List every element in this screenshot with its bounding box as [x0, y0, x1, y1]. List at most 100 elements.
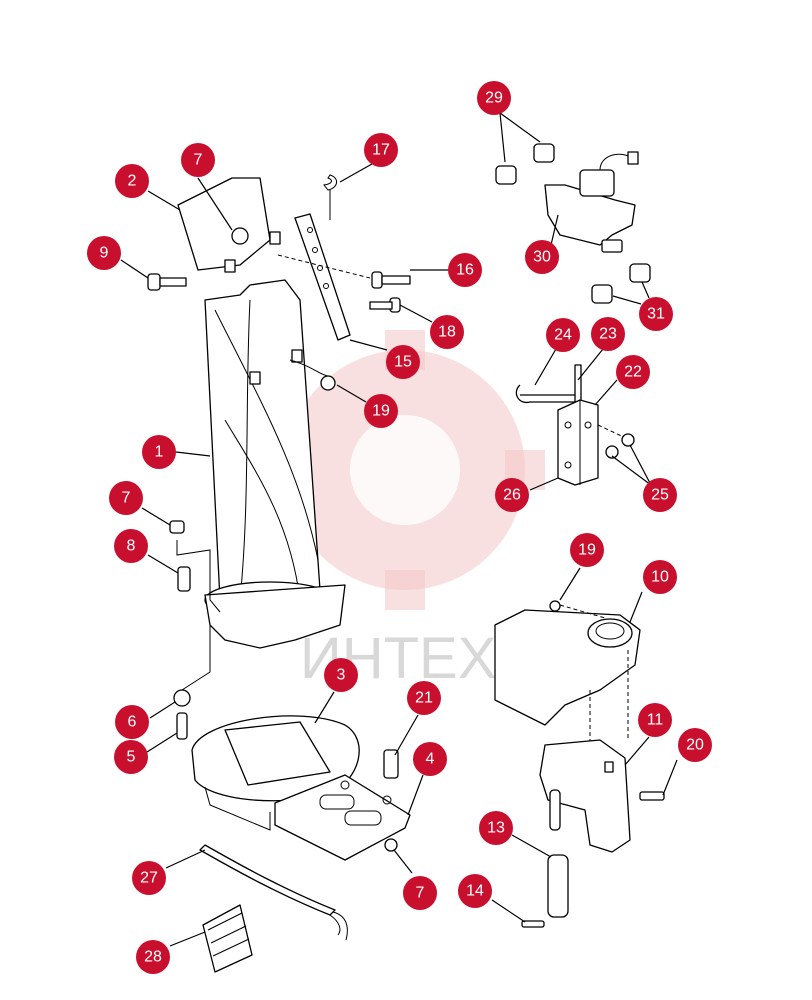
- svg-text:25: 25: [651, 487, 669, 504]
- part-connector-28: [202, 904, 253, 973]
- svg-text:31: 31: [647, 306, 665, 323]
- callout-6: 6: [115, 705, 149, 739]
- svg-text:1: 1: [155, 444, 164, 461]
- svg-text:10: 10: [651, 569, 669, 586]
- part-pin-14: [521, 920, 545, 928]
- watermark-gear-icon: [265, 330, 545, 610]
- part-chute-body: [204, 279, 346, 649]
- callout-20: 20: [678, 728, 712, 762]
- callout-14: 14: [458, 874, 492, 908]
- part-bushings-31: [591, 263, 651, 304]
- callout-7-left: 7: [109, 481, 143, 515]
- callout-19-top: 19: [364, 394, 398, 428]
- part-leader-8: [176, 540, 221, 613]
- callout-22: 22: [616, 355, 650, 389]
- callout-9: 9: [87, 236, 121, 270]
- part-clip-17: [323, 174, 337, 220]
- leader-lines: [120, 112, 678, 947]
- callout-24: 24: [546, 318, 580, 352]
- part-bolt-18: [369, 297, 401, 313]
- svg-text:30: 30: [533, 249, 551, 266]
- svg-text:9: 9: [100, 245, 109, 262]
- callout-4: 4: [413, 742, 447, 776]
- part-nut-19-top: [289, 359, 336, 391]
- svg-text:27: 27: [140, 870, 158, 887]
- svg-text:18: 18: [438, 324, 456, 341]
- callout-3: 3: [324, 658, 358, 692]
- svg-text:24: 24: [554, 327, 572, 344]
- part-pin-16: [277, 254, 411, 289]
- callout-8: 8: [114, 529, 148, 563]
- callout-11: 11: [638, 703, 672, 737]
- svg-text:8: 8: [127, 538, 136, 555]
- svg-text:7: 7: [194, 152, 203, 169]
- part-bushings-29: [495, 143, 555, 185]
- part-deflector: [177, 177, 281, 273]
- svg-text:15: 15: [394, 354, 412, 371]
- part-bolt-5: [176, 712, 188, 740]
- part-bolt-21: [383, 749, 399, 779]
- callouts: 29 7 17 2 9 16 30 31 18 24 23 22 15 19 1…: [87, 81, 712, 974]
- callout-30: 30: [525, 240, 559, 274]
- part-motor-11: [539, 739, 665, 853]
- part-housing-10: [494, 604, 641, 745]
- part-shaft-13: [547, 854, 569, 918]
- svg-text:3: 3: [337, 667, 346, 684]
- svg-text:4: 4: [426, 751, 435, 768]
- svg-text:19: 19: [372, 403, 390, 420]
- callout-15: 15: [386, 345, 420, 379]
- part-bolt-9: [147, 273, 187, 291]
- callout-13: 13: [479, 811, 513, 845]
- callout-5: 5: [114, 740, 148, 774]
- callout-16: 16: [448, 253, 482, 287]
- part-nut-7-bottom: [384, 838, 398, 852]
- svg-text:13: 13: [487, 820, 505, 837]
- callout-26: 26: [495, 478, 529, 512]
- part-block-assembly: [515, 364, 635, 486]
- svg-text:6: 6: [128, 714, 137, 731]
- svg-text:14: 14: [466, 883, 484, 900]
- part-fitting-8: [177, 566, 191, 592]
- svg-text:7: 7: [416, 885, 425, 902]
- svg-text:21: 21: [415, 690, 433, 707]
- callout-23: 23: [591, 317, 625, 351]
- svg-text:26: 26: [503, 487, 521, 504]
- callout-21: 21: [407, 681, 441, 715]
- callout-2: 2: [115, 164, 149, 198]
- part-nut-6: [173, 689, 191, 707]
- callout-28: 28: [136, 940, 170, 974]
- svg-text:17: 17: [372, 142, 390, 159]
- callout-29: 29: [477, 81, 511, 115]
- svg-text:16: 16: [456, 262, 474, 279]
- svg-text:5: 5: [127, 749, 136, 766]
- part-nut-7-left: [169, 520, 185, 534]
- callout-31: 31: [639, 297, 673, 331]
- callout-7-top: 7: [181, 143, 215, 177]
- svg-text:29: 29: [485, 90, 503, 107]
- watermark: ИНТЕХ: [265, 330, 545, 691]
- callout-25: 25: [643, 478, 677, 512]
- svg-text:2: 2: [128, 173, 137, 190]
- svg-text:23: 23: [599, 326, 617, 343]
- svg-text:11: 11: [647, 712, 664, 729]
- callout-18: 18: [430, 315, 464, 349]
- part-wire-harness-27: [199, 844, 348, 941]
- part-hopper-3: [191, 715, 360, 831]
- callout-10: 10: [643, 560, 677, 594]
- callout-1: 1: [142, 435, 176, 469]
- part-actuator-30: [544, 151, 639, 253]
- svg-text:28: 28: [144, 949, 162, 966]
- part-leader-6: [181, 625, 211, 691]
- callout-7-bottom: 7: [403, 876, 437, 910]
- part-nut-19-right: [549, 600, 561, 612]
- svg-text:20: 20: [686, 737, 704, 754]
- svg-text:19: 19: [578, 542, 596, 559]
- svg-text:22: 22: [624, 364, 642, 381]
- callout-27: 27: [132, 861, 166, 895]
- callout-19-right: 19: [570, 533, 604, 567]
- callout-17: 17: [364, 133, 398, 167]
- svg-text:7: 7: [122, 490, 131, 507]
- part-plate-4: [274, 774, 411, 861]
- part-bracket: [291, 213, 351, 363]
